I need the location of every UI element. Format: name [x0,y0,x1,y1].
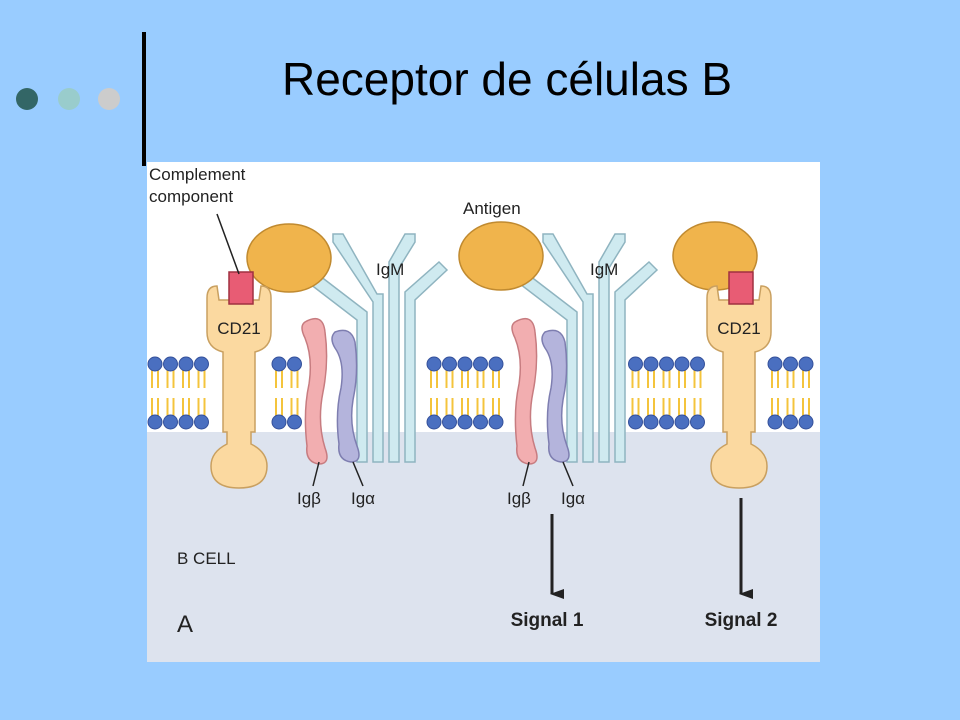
igm-label-left: IgM [376,260,404,279]
antigen-center [458,221,544,291]
cd21-right [706,271,772,489]
cd21-label-right: CD21 [717,319,760,338]
complement-component-left [228,271,254,305]
ig-alpha-right [541,329,570,463]
lipid-bilayer [147,356,814,430]
title-divider [142,32,146,166]
complement-component-right [728,271,754,305]
panel-label: A [177,611,193,638]
ig-alpha-left [331,329,360,463]
ig-beta-label-right: Igβ [507,489,531,508]
cd21-label-left: CD21 [217,319,260,338]
complement-label-line2: component [149,187,233,206]
complement-label-line1: Complement [149,165,246,184]
slide-title: Receptor de células B [282,53,733,105]
cd21-left [206,271,272,489]
ig-alpha-label-right: Igα [561,489,585,508]
slide-dot-dark [16,88,38,110]
igm-label-right: IgM [590,260,618,279]
b-cell-receptor-diagram: Complement component Antigen IgM IgM CD2… [147,162,820,662]
antigen-label: Antigen [463,199,521,218]
b-cell-label: B CELL [177,549,236,568]
slide-dot-gray [98,88,120,110]
ig-beta-label-left: Igβ [297,489,321,508]
ig-alpha-label-left: Igα [351,489,375,508]
slide-dot-teal [58,88,80,110]
signal2-label: Signal 2 [705,610,778,631]
antigen-left [246,223,332,293]
signal1-label: Signal 1 [511,610,584,631]
